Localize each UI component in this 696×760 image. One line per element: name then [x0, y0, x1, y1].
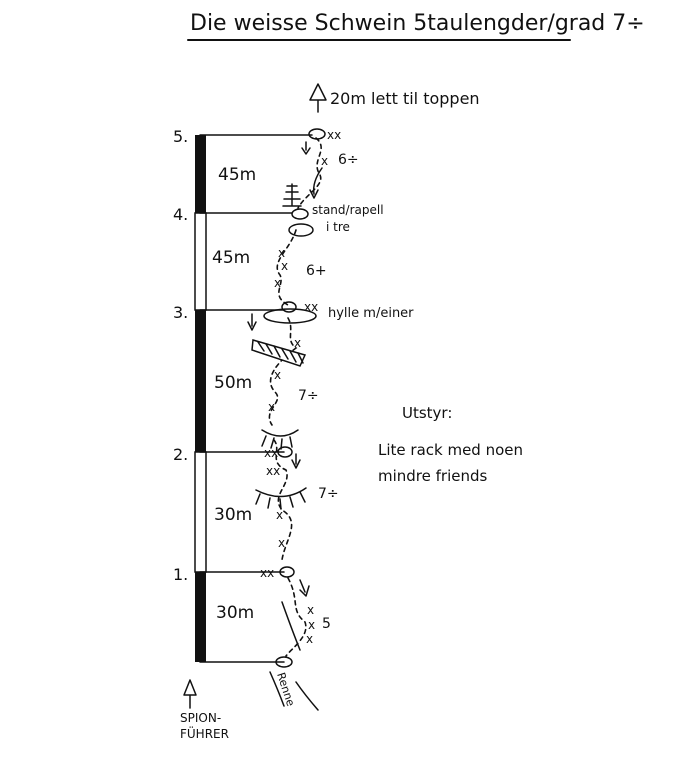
pitch-grade-5: 6÷	[338, 152, 359, 168]
bolt-marks-p2a: xx	[266, 464, 280, 478]
ledge-3	[263, 308, 317, 324]
route-pitch-5	[297, 137, 322, 209]
anchor-note-stand: stand/rapell	[312, 203, 384, 217]
guidebook-label-line1: SPION-	[180, 711, 221, 725]
bolt-marks-p1b: x	[308, 618, 315, 632]
anchor-note-ledge: hylle m/einer	[328, 306, 414, 321]
bolt-marks-p3b: x	[274, 368, 281, 382]
top-note: 20m lett til toppen	[330, 89, 480, 108]
anchor-4	[291, 208, 309, 220]
route-pitch-3	[268, 317, 298, 426]
height-scale	[194, 135, 207, 662]
descent-arrow-icon-2	[291, 453, 301, 469]
pitch-grade-3: 7÷	[298, 388, 319, 404]
pitch-length-4: 45m	[212, 248, 250, 268]
up-arrow-icon	[309, 83, 327, 113]
arrow-icon-4	[309, 167, 323, 199]
bolt-marks-p2b: x	[276, 508, 283, 522]
bolt-marks-p5: x	[321, 154, 328, 168]
overhang-hatch-2b	[255, 487, 307, 510]
bolt-marks-p4a: x	[278, 246, 285, 260]
route-pitch-4	[276, 229, 297, 306]
equipment-line-1: Lite rack med noen	[378, 441, 523, 459]
pitch-grade-1: 5	[322, 616, 331, 632]
bolt-marks-p3a: x	[294, 336, 301, 350]
anchor-1	[279, 566, 295, 578]
scale-segment-5	[195, 135, 206, 213]
scale-segment-2	[194, 451, 207, 573]
anchor-5	[308, 128, 326, 140]
bolt-marks-3: xx	[304, 300, 318, 314]
bolt-marks-2: xx	[264, 446, 278, 460]
bolt-marks-5: xx	[327, 128, 341, 142]
guidebook-label-line2: FÜHRER	[180, 725, 229, 741]
equipment-line-2: mindre friends	[378, 467, 488, 485]
overhang-hatch-3	[251, 339, 307, 367]
pitch-length-2: 30m	[214, 505, 252, 525]
bolt-marks-p4c: x	[274, 276, 281, 290]
topo-title: Die weisse Schwein 5taulengder/grad 7÷	[190, 11, 645, 36]
pitch-length-5: 45m	[218, 165, 256, 185]
route-pitch-2	[273, 439, 293, 561]
station-label-3: 3.	[173, 303, 188, 322]
pitch-length-3: 50m	[214, 373, 252, 393]
station-label-5: 5.	[173, 127, 188, 146]
station-label-4: 4.	[173, 205, 188, 224]
guide-arrow-icon	[183, 679, 197, 709]
scale-segment-3	[195, 310, 206, 452]
bolt-marks-p4b: x	[281, 259, 288, 273]
descent-arrow-icon-1	[299, 579, 310, 597]
start-anchor	[275, 656, 293, 668]
scale-segment-1	[195, 572, 206, 662]
pitch-grade-4: 6+	[306, 263, 327, 279]
tree-icon	[282, 183, 302, 207]
anchor-3	[281, 301, 297, 313]
bolt-marks-p3c: x	[268, 400, 275, 414]
bolt-marks-p2c: x	[278, 536, 285, 550]
station-label-1: 1.	[173, 565, 188, 584]
pitch-length-1: 30m	[216, 603, 254, 623]
equipment-heading: Utstyr:	[402, 404, 452, 422]
ledge-4	[288, 223, 314, 237]
bolt-marks-1: xx	[260, 566, 274, 580]
bolt-marks-p1c: x	[306, 632, 313, 646]
bolt-marks-p1a: x	[307, 603, 314, 617]
overhang-hatch-2	[261, 429, 299, 450]
pitch-grade-2: 7÷	[318, 486, 339, 502]
anchor-2	[277, 446, 293, 458]
descent-arrow-icon-3	[247, 313, 257, 331]
station-label-2: 2.	[173, 445, 188, 464]
gully-lines	[269, 601, 319, 711]
anchor-note-tree: i tre	[326, 220, 350, 234]
scale-segment-4	[194, 212, 207, 311]
descent-arrow-icon-5	[301, 141, 311, 155]
route-pitch-1	[285, 577, 307, 657]
